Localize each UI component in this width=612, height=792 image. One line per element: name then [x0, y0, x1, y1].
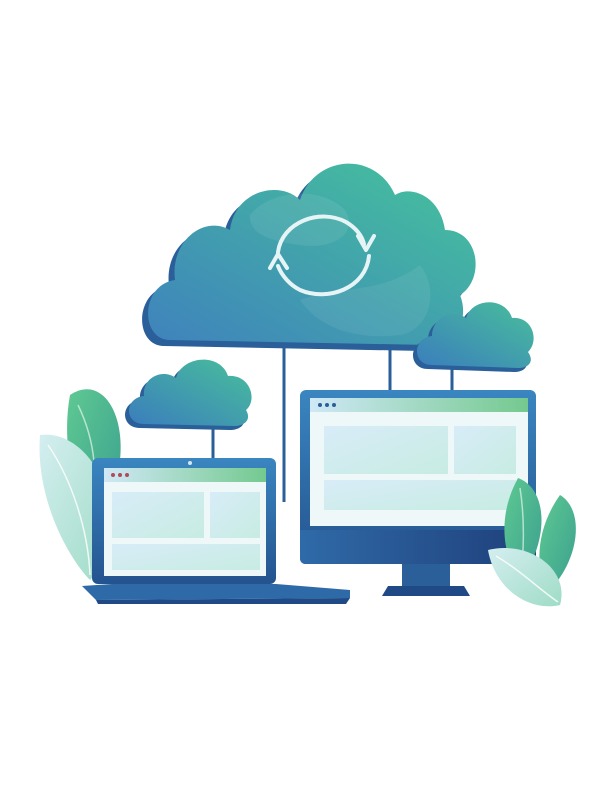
monitor-icon [300, 390, 536, 596]
right-leaf-icon [488, 478, 576, 607]
left-cloud-icon [125, 359, 252, 430]
main-cloud-icon [142, 163, 476, 351]
right-cloud-icon [413, 302, 534, 372]
sync-icon [268, 214, 376, 297]
laptop-icon [82, 458, 350, 604]
